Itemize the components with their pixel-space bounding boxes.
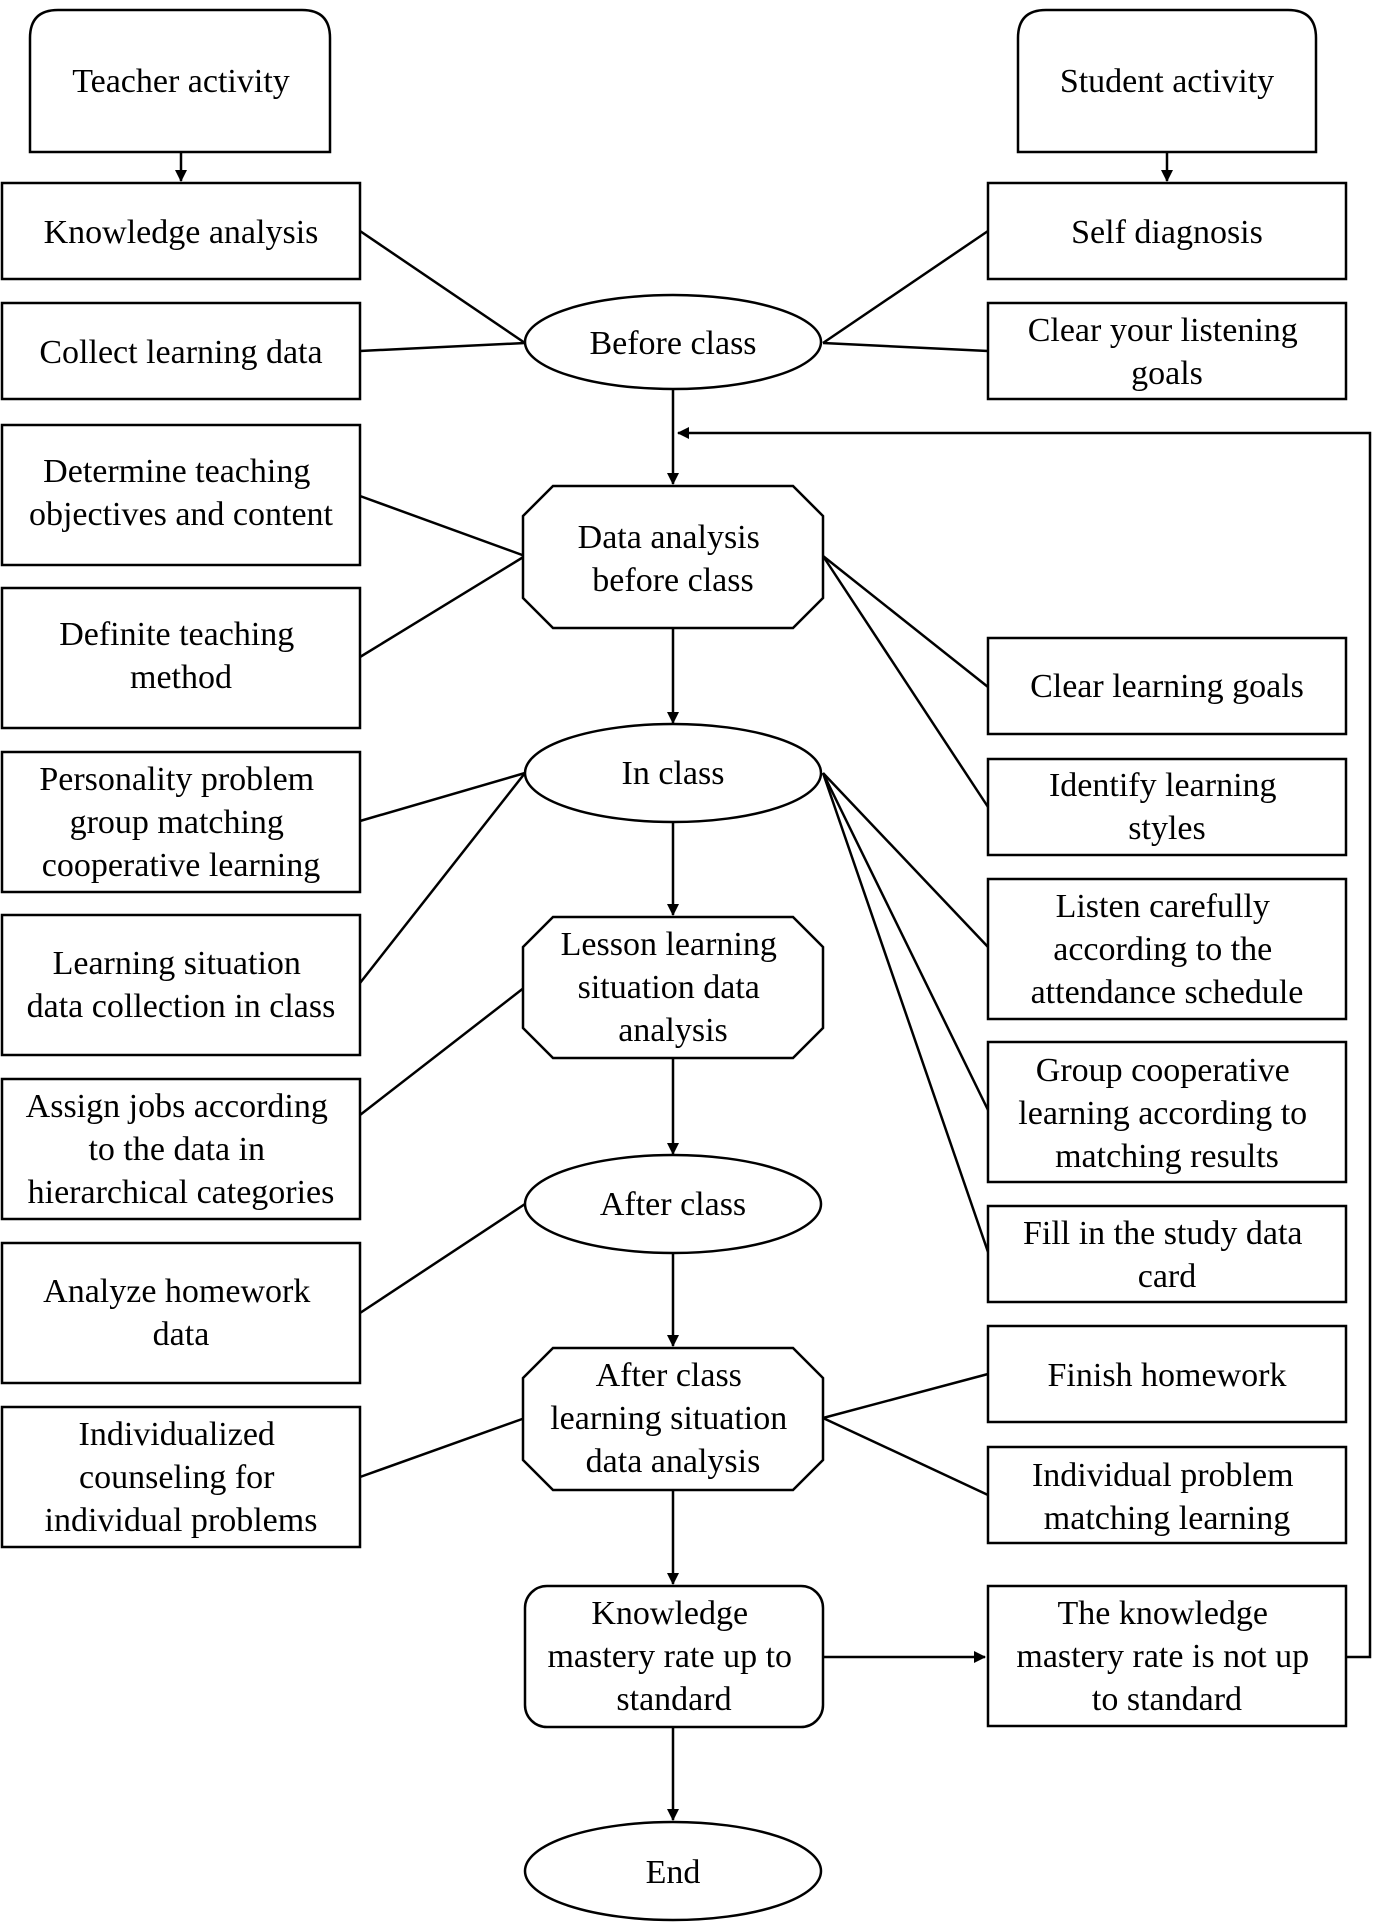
individual-matching-box: Individual problem matching learning <box>986 1445 1348 1545</box>
data-analysis-label: Data analysis before class <box>578 519 769 599</box>
determine-objectives-label: Determine teaching objectives and conten… <box>29 453 334 533</box>
learning-styles-label: Identify learning styles <box>1049 767 1285 847</box>
personality-problem-box: Personality problem group matching coope… <box>0 750 362 894</box>
group-cooperative-label: Group cooperative learning according to … <box>1018 1052 1315 1175</box>
personality-problem-label: Personality problem group matching coope… <box>39 761 322 884</box>
listen-carefully-box: Listen carefully according to the attend… <box>986 877 1348 1021</box>
before-class-label: Before class <box>589 325 756 362</box>
link-study-card <box>821 772 990 1253</box>
link-situation-collection <box>359 772 526 984</box>
link-collect-data <box>359 341 526 353</box>
link-listen-carefully <box>822 772 989 948</box>
definite-method-box: Definite teaching method <box>0 586 362 730</box>
before-class-node: Before class <box>523 293 823 391</box>
link-knowledge-analysis <box>359 229 526 345</box>
connectors <box>175 152 1372 1821</box>
not-standard-label: The knowledge mastery rate is not up to … <box>1016 1595 1317 1718</box>
learning-goals-box: Clear learning goals <box>986 636 1348 736</box>
self-diagnosis-box: Self diagnosis <box>986 181 1348 281</box>
listening-goals-box: Clear your listening goals <box>986 301 1348 401</box>
collect-learning-data-box: Collect learning data <box>0 301 362 401</box>
individual-matching-label: Individual problem matching learning <box>1032 1457 1302 1537</box>
knowledge-analysis-label: Knowledge analysis <box>44 214 319 251</box>
end-label: End <box>646 1854 701 1891</box>
after-class-analysis-node: After class learning situation data anal… <box>521 1346 825 1492</box>
situation-collection-box: Learning situation data collection in cl… <box>0 913 362 1057</box>
student-activity-label: Student activity <box>1060 63 1274 100</box>
feedback-loop <box>677 427 1372 1659</box>
link-individual-matching <box>822 1416 989 1497</box>
in-class-label: In class <box>622 755 725 792</box>
data-analysis-node: Data analysis before class <box>521 484 825 630</box>
listen-carefully-label: Listen carefully according to the attend… <box>1031 888 1304 1011</box>
individualized-counseling-label: Individualized counseling for individual… <box>45 1416 318 1539</box>
link-assign-jobs <box>359 986 526 1116</box>
study-card-box: Fill in the study data card <box>986 1204 1348 1304</box>
learning-goals-label: Clear learning goals <box>1030 668 1304 705</box>
after-class-node: After class <box>523 1153 823 1255</box>
link-analyze-homework <box>359 1202 526 1315</box>
assign-jobs-label: Assign jobs according to the data in hie… <box>26 1088 337 1211</box>
link-personality-problem <box>359 771 526 823</box>
group-cooperative-box: Group cooperative learning according to … <box>986 1040 1348 1184</box>
lesson-analysis-label: Lesson learning situation data analysis <box>561 926 786 1049</box>
definite-method-label: Definite teaching method <box>59 616 303 696</box>
finish-homework-label: Finish homework <box>1048 1357 1287 1394</box>
student-activity-header: Student activity <box>1016 8 1318 154</box>
determine-objectives-box: Determine teaching objectives and conten… <box>0 423 362 567</box>
analyze-homework-box: Analyze homework data <box>0 1241 362 1385</box>
knowledge-analysis-box: Knowledge analysis <box>0 181 362 281</box>
link-individualized <box>359 1416 526 1479</box>
link-definite-method <box>359 554 526 659</box>
collect-learning-data-label: Collect learning data <box>39 334 322 371</box>
after-class-label: After class <box>600 1186 746 1223</box>
link-listening-goals <box>822 341 989 353</box>
link-self-diagnosis <box>822 229 989 345</box>
mastery-standard-label: Knowledge mastery rate up to standard <box>547 1595 800 1718</box>
teacher-activity-header: Teacher activity <box>28 8 332 154</box>
finish-homework-box: Finish homework <box>986 1324 1348 1424</box>
self-diagnosis-label: Self diagnosis <box>1071 214 1263 251</box>
end-node: End <box>523 1820 823 1922</box>
lesson-analysis-node: Lesson learning situation data analysis <box>521 915 825 1060</box>
link-finish-homework <box>822 1372 989 1420</box>
mastery-standard-node: Knowledge mastery rate up to standard <box>523 1584 825 1729</box>
after-class-analysis-label: After class learning situation data anal… <box>550 1357 796 1480</box>
link-learning-styles <box>821 555 990 808</box>
study-card-label: Fill in the study data card <box>1023 1215 1311 1295</box>
individualized-counseling-box: Individualized counseling for individual… <box>0 1405 362 1549</box>
link-determine-objectives <box>359 494 526 558</box>
learning-styles-box: Identify learning styles <box>986 757 1348 857</box>
in-class-node: In class <box>523 722 823 824</box>
assign-jobs-box: Assign jobs according to the data in hie… <box>0 1077 362 1221</box>
teacher-activity-label: Teacher activity <box>72 63 290 100</box>
link-group-cooperative <box>821 772 990 1111</box>
situation-collection-label: Learning situation data collection in cl… <box>27 945 336 1025</box>
analyze-homework-label: Analyze homework data <box>43 1273 319 1353</box>
not-standard-box: The knowledge mastery rate is not up to … <box>986 1584 1348 1728</box>
link-learning-goals <box>822 555 989 688</box>
listening-goals-label: Clear your listening goals <box>1028 312 1307 392</box>
